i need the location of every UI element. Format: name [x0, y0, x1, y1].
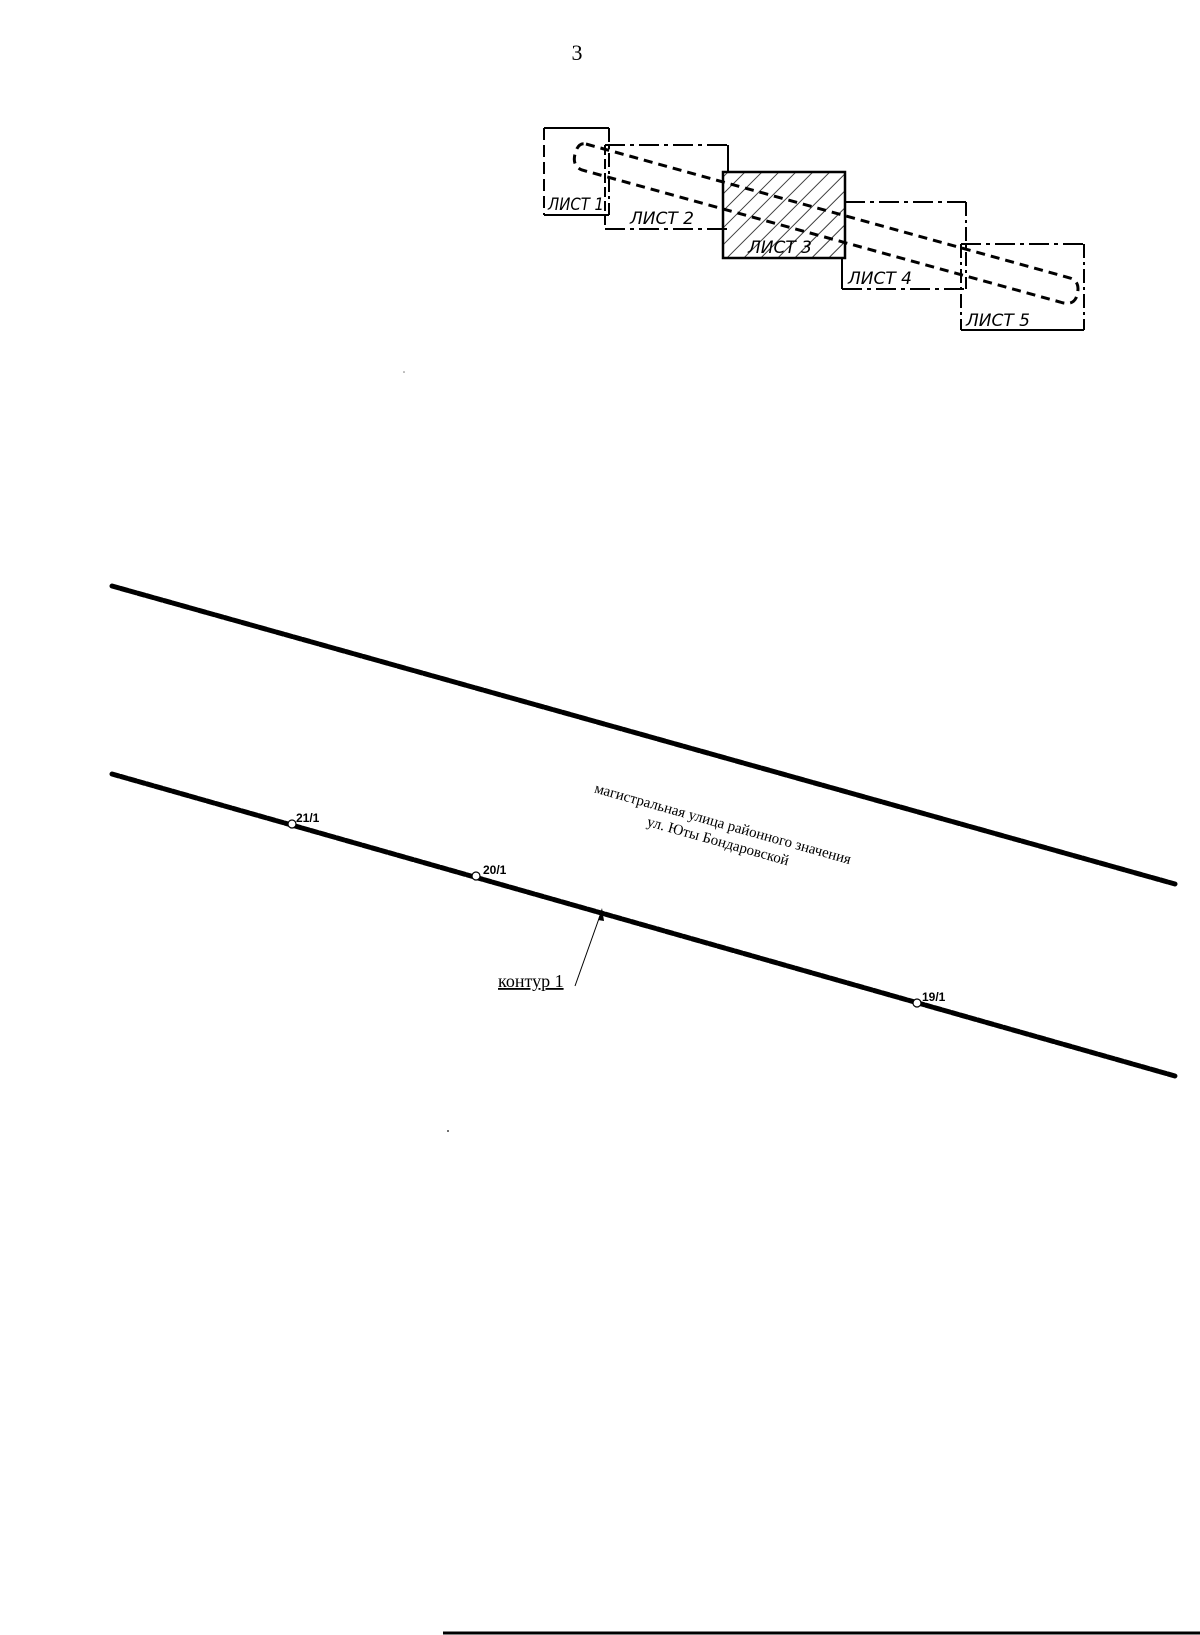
- sheet-5-frame: [960, 243, 1085, 331]
- point-marker: [912, 998, 922, 1008]
- survey-points: [287, 819, 922, 1008]
- point-label: 19/1: [922, 990, 946, 1004]
- scan-speck: [403, 371, 405, 373]
- sheet-key-map: [543, 127, 1085, 331]
- sheet-2-label: ЛИСТ 2: [629, 209, 694, 229]
- point-label: 20/1: [483, 863, 507, 877]
- road-upper-boundary: [109, 583, 1178, 887]
- sheet-5-label: ЛИСТ 5: [965, 311, 1030, 331]
- sheet-1-frame: [543, 127, 610, 216]
- leader-arrowhead: [598, 908, 604, 921]
- point-label: 21/1: [296, 811, 320, 825]
- scan-speck: [447, 1130, 449, 1132]
- point-marker: [471, 871, 481, 881]
- route-outline: [572, 142, 1080, 305]
- sheet-3-label: ЛИСТ 3: [747, 238, 812, 258]
- point-marker: [287, 819, 297, 829]
- contour-label: контур 1: [498, 971, 564, 991]
- road-boundaries: [109, 583, 1178, 1079]
- sheet-4-label: ЛИСТ 4: [847, 269, 912, 289]
- contour-leader-line: [574, 909, 603, 987]
- road-name: магистральная улица районного значения у…: [593, 781, 853, 870]
- road-lower-boundary: [109, 771, 1178, 1079]
- page-number: 3: [572, 40, 583, 65]
- sheet-4-frame: [841, 201, 967, 290]
- road-name-line1: магистральная улица районного значения: [593, 781, 853, 868]
- sheet-1-label: ЛИСТ 1: [547, 195, 604, 215]
- sheet-2-frame: [604, 144, 729, 230]
